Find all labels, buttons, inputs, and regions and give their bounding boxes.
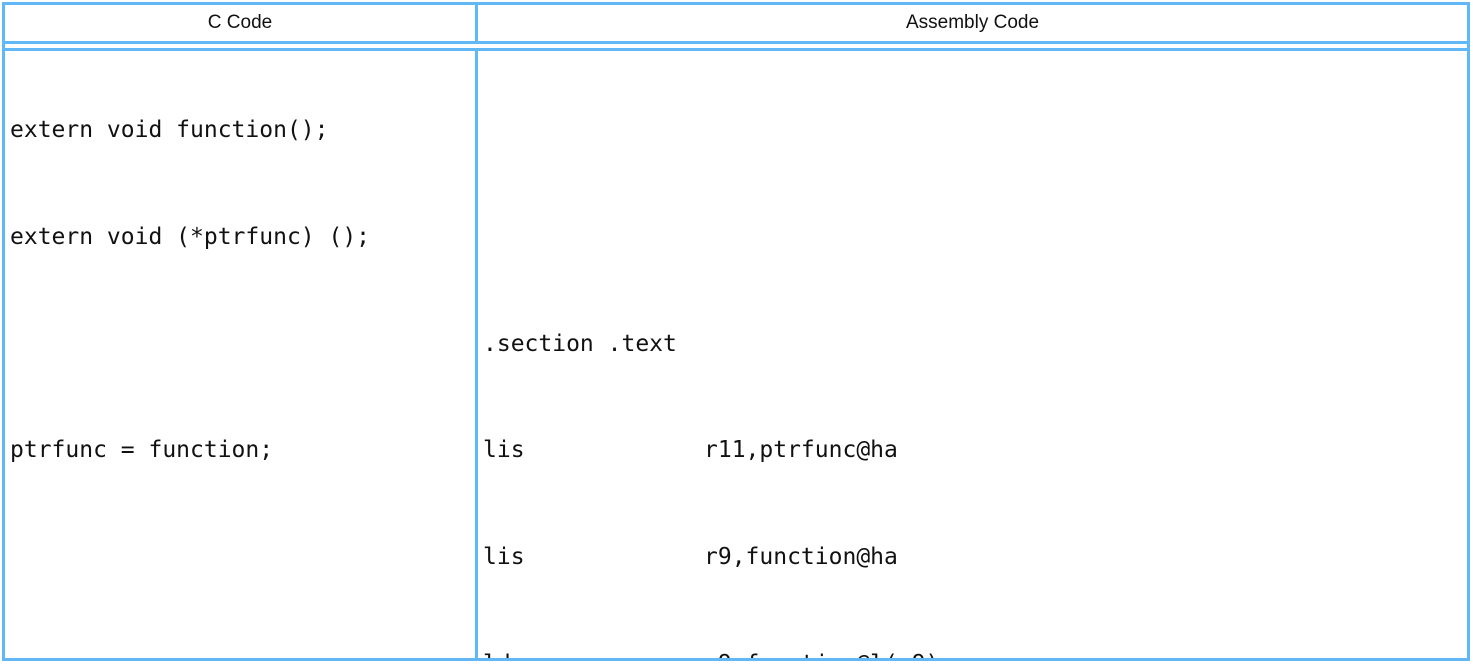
asm-mnemonic: lis	[483, 437, 525, 464]
c-code-line	[10, 530, 475, 585]
c-code-line: extern void (*ptrfunc) ();	[10, 223, 371, 250]
assembly-code-header-label: Assembly Code	[905, 12, 1040, 33]
c-code-line: extern void function();	[10, 117, 329, 143]
assembly-code-column-header: Assembly Code	[478, 5, 1467, 41]
assembly-code-line	[483, 103, 1467, 158]
asm-mnemonic: .section .text	[483, 330, 677, 357]
table-body-row: extern void function(); extern void (*pt…	[5, 48, 1467, 658]
asm-operands: r11,ptrfunc@ha	[704, 437, 898, 464]
table-header-row: C Code Assembly Code	[5, 5, 1467, 44]
c-code-header-label: C Code	[207, 12, 273, 33]
c-code-line	[10, 637, 475, 658]
c-code-line: ptrfunc = function;	[10, 437, 274, 464]
asm-operands: r9,function@l(r9)	[704, 651, 939, 658]
c-code-line	[10, 317, 475, 372]
c-code-cell: extern void function(); extern void (*pt…	[5, 51, 478, 658]
asm-operands: r9,function@ha	[704, 544, 898, 571]
asm-mnemonic: ld	[483, 637, 704, 658]
assembly-code-line: ldr9,function@l(r9)	[483, 637, 1467, 658]
c-code-column-header: C Code	[5, 5, 478, 41]
assembly-code-line: lis r9,function@ha	[483, 530, 1467, 585]
asm-mnemonic: lis	[483, 544, 525, 571]
assembly-code-cell: .section .text lis r11,ptrfunc@ha lis r9,f…	[478, 51, 1467, 658]
assembly-code-line: .section .text	[483, 317, 1467, 372]
assembly-code-line	[483, 210, 1467, 265]
assembly-code-line: lis r11,ptrfunc@ha	[483, 423, 1467, 478]
